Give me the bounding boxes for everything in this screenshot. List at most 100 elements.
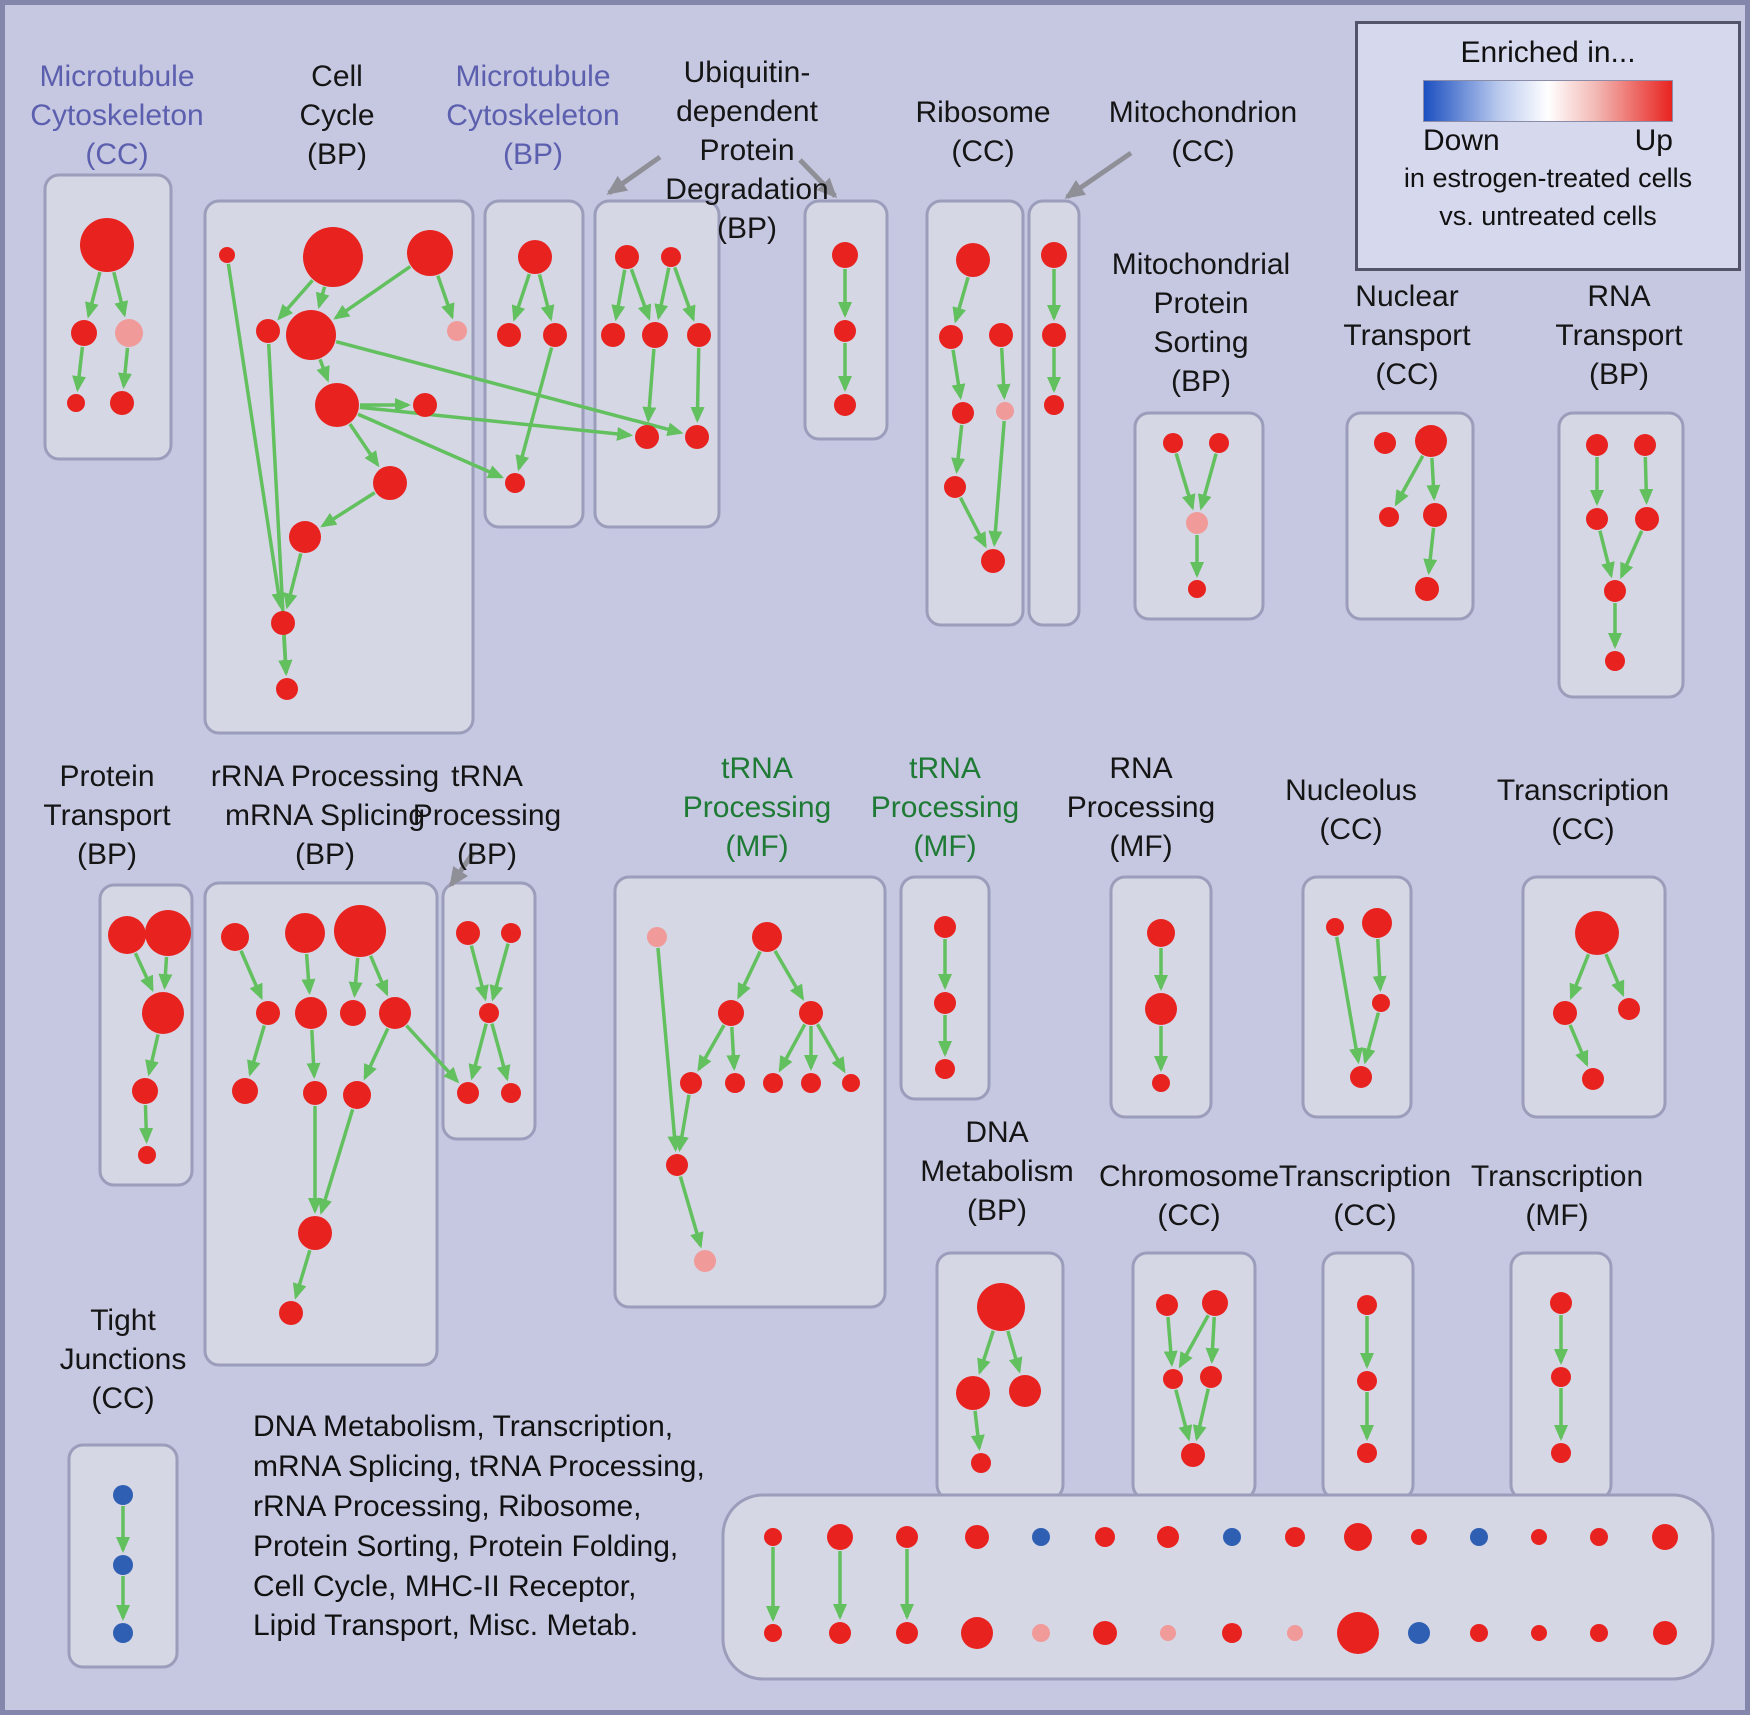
node-W2 — [113, 1555, 133, 1575]
node-B8 — [413, 393, 437, 417]
node-I5 — [1415, 577, 1439, 601]
edge-D1-D4 — [629, 268, 652, 321]
edge-Q2-Q3 — [1372, 938, 1387, 993]
node-F3 — [989, 323, 1013, 347]
label-pointer-arrow-1 — [798, 158, 838, 199]
edge-J3-J5 — [1598, 530, 1615, 579]
label-pointer-arrow-3 — [448, 851, 476, 888]
node-D3 — [601, 323, 625, 347]
edge-L3-L6 — [348, 957, 363, 999]
node-M2 — [501, 923, 521, 943]
node-A5 — [110, 391, 134, 415]
node-R3 — [1618, 998, 1640, 1020]
edge-L4-L8 — [247, 1024, 267, 1077]
edge-M3-M5 — [490, 1023, 511, 1082]
edge-B10-B11 — [283, 553, 303, 610]
node-F1 — [956, 243, 990, 277]
node-X13b — [1531, 1625, 1547, 1641]
node-X12b — [1470, 1624, 1488, 1642]
edge-M1-M3 — [469, 945, 489, 1002]
node-G3 — [1044, 395, 1064, 415]
edge-B1-B11 — [226, 263, 286, 610]
edge-H2-H3 — [1197, 453, 1218, 511]
node-D4 — [642, 322, 668, 348]
node-F6 — [944, 476, 966, 498]
node-N5 — [680, 1072, 702, 1094]
node-L1 — [221, 923, 249, 951]
node-I4 — [1423, 503, 1447, 527]
node-O3 — [935, 1059, 955, 1079]
node-T1 — [1156, 1294, 1178, 1316]
node-N10 — [666, 1154, 688, 1176]
node-B11 — [271, 611, 295, 635]
node-J6 — [1605, 651, 1625, 671]
node-R4 — [1582, 1068, 1604, 1090]
node-X3t — [896, 1526, 918, 1548]
label-pointer-arrow-2 — [1064, 150, 1133, 200]
cluster-box-microtubule-cytoskeleton-cc — [43, 173, 173, 461]
edge-F2-F4 — [951, 349, 966, 401]
legend-up-label: Up — [1634, 124, 1673, 157]
edge-I4-I5 — [1423, 527, 1438, 576]
edge-Q3-Q4 — [1361, 1012, 1381, 1065]
node-X5b — [1032, 1624, 1050, 1642]
node-E1 — [832, 242, 858, 268]
node-L12 — [279, 1301, 303, 1325]
node-E2 — [834, 320, 856, 342]
node-B1 — [219, 247, 235, 263]
edge-B7-B9 — [348, 423, 380, 468]
edge-F1-F2 — [952, 276, 970, 324]
node-F5 — [996, 402, 1014, 420]
node-M1 — [456, 921, 480, 945]
edge-N1-N10 — [656, 947, 682, 1153]
node-N3 — [718, 1000, 744, 1026]
edge-D2-D4 — [654, 267, 671, 321]
edge-N10-N11 — [678, 1176, 704, 1249]
edge-R1-R3 — [1604, 953, 1625, 998]
node-V1 — [1550, 1292, 1572, 1314]
edge-N4-N7 — [778, 1023, 807, 1073]
mixed-cluster-annotation-text: DNA Metabolism, Transcription, mRNA Spli… — [253, 1410, 705, 1643]
node-K1 — [108, 916, 146, 954]
node-C3 — [543, 323, 567, 347]
node-X2b — [829, 1622, 851, 1644]
node-R1 — [1575, 911, 1619, 955]
node-X6t — [1095, 1527, 1115, 1547]
edge-J2-J4 — [1639, 456, 1654, 506]
node-X3b — [896, 1622, 918, 1644]
node-M5 — [501, 1083, 521, 1103]
edge-T2-T4 — [1205, 1316, 1220, 1365]
edge-S2-S4 — [970, 1410, 985, 1452]
edge-I2-I4 — [1426, 457, 1441, 502]
legend-down-label: Down — [1423, 124, 1500, 157]
node-Q3 — [1372, 994, 1390, 1012]
node-X15b — [1653, 1621, 1677, 1645]
node-W3 — [113, 1623, 133, 1643]
edge-B7-C4 — [357, 412, 505, 479]
node-O1 — [934, 916, 956, 938]
node-I1 — [1374, 432, 1396, 454]
edge-K3-K4 — [145, 1034, 160, 1077]
node-R2 — [1553, 1001, 1577, 1025]
edge-N2-N4 — [773, 949, 804, 1001]
node-K3 — [142, 992, 184, 1034]
node-F2 — [939, 325, 963, 349]
node-L2 — [285, 913, 325, 953]
node-N2 — [752, 922, 782, 952]
edge-R1-R2 — [1569, 953, 1591, 1001]
node-N4 — [799, 1001, 823, 1025]
node-T5 — [1181, 1443, 1205, 1467]
node-C2 — [497, 323, 521, 347]
edge-F5-F7 — [988, 420, 1006, 548]
node-X10b — [1337, 1612, 1379, 1654]
node-X13t — [1531, 1529, 1547, 1545]
edge-F3-F5 — [996, 347, 1011, 401]
cluster-box-rrna-processing-mrna-splicing-bp — [203, 881, 439, 1367]
node-A4 — [67, 394, 85, 412]
node-N11 — [694, 1250, 716, 1272]
edge-N5-N10 — [674, 1094, 691, 1153]
node-L11 — [298, 1216, 332, 1250]
node-N7 — [763, 1073, 783, 1093]
node-H2 — [1209, 433, 1229, 453]
